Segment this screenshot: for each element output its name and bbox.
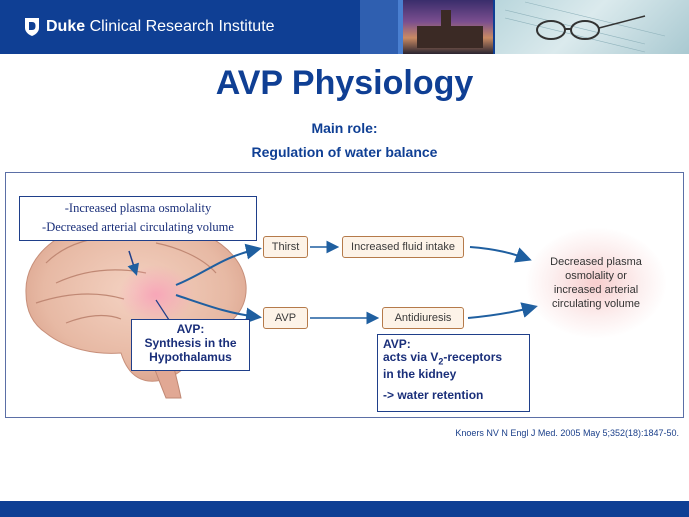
- outcome-glow: [526, 228, 666, 338]
- kidney-callout-line2: acts via V2-receptors: [383, 350, 503, 367]
- org-name-bold: Duke: [46, 18, 86, 35]
- citation: Knoers NV N Engl J Med. 2005 May 5;352(1…: [455, 428, 679, 438]
- glasses-photo: [495, 0, 689, 54]
- hypothalamus-callout: AVP: Synthesis in the Hypothalamus: [131, 319, 250, 371]
- duke-logo: Duke Clinical Research Institute: [24, 14, 275, 40]
- node-thirst: Thirst: [263, 236, 308, 258]
- kidney-callout: AVP: acts via V2-receptors in the kidney…: [377, 334, 530, 412]
- avp-physiology-figure: -Increased plasma osmolality -Decreased …: [5, 172, 684, 418]
- header-bar: Duke Clinical Research Institute: [0, 0, 689, 54]
- hypothalamus-callout-line2: Synthesis in the: [144, 336, 237, 350]
- hypothalamus-callout-line1: AVP:: [176, 322, 205, 336]
- hypothalamus-callout-line3: Hypothalamus: [149, 350, 232, 364]
- kidney-callout-line1: AVP:: [383, 337, 411, 351]
- page-title: AVP Physiology: [215, 64, 474, 102]
- kidney-callout-line4: -> water retention: [383, 388, 484, 403]
- outcome-line1: Decreased plasma: [550, 256, 642, 268]
- outcome-line4: circulating volume: [551, 298, 641, 310]
- subtitle-main-role: Main role:: [311, 120, 378, 136]
- outcome-text: Decreased plasma osmolality or increased…: [532, 238, 660, 328]
- stimulus-volume: -Decreased arterial circulating volume: [42, 220, 234, 234]
- stimuli-callout: -Increased plasma osmolality -Decreased …: [19, 196, 257, 241]
- kidney-callout-line3: in the kidney: [383, 367, 457, 382]
- footer-bar: [0, 501, 689, 517]
- org-name-rest: Clinical Research Institute: [85, 18, 275, 35]
- subtitle-regulation: Regulation of water balance: [251, 144, 438, 160]
- outcome-line2: osmolality or: [565, 270, 627, 282]
- header-accent-bar-2: [398, 0, 403, 54]
- stimulus-osmolality: -Increased plasma osmolality: [64, 201, 212, 215]
- duke-shield-icon: [25, 18, 39, 36]
- glasses-icon: [504, 1, 666, 53]
- node-avp: AVP: [263, 307, 308, 329]
- header-accent-bar: [360, 0, 398, 54]
- outcome-line3: increased arterial: [553, 284, 639, 296]
- campus-photo: [403, 0, 493, 54]
- node-antidiuresis: Antidiuresis: [382, 307, 464, 329]
- node-increased-fluid-intake: Increased fluid intake: [342, 236, 464, 258]
